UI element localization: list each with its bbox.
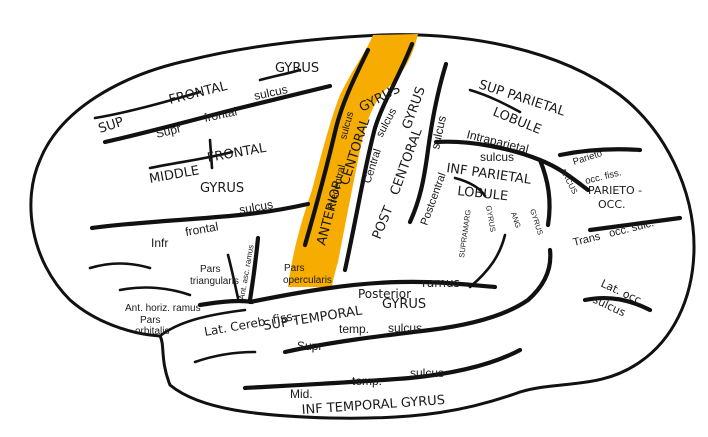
precentral-sulcus [302, 47, 371, 248]
label-gyrus-mid: GYRUS [200, 181, 244, 196]
postcentral-sulcus [407, 61, 449, 225]
orbital-sulcus [88, 262, 152, 270]
label-sulcus-2: sulcus [238, 197, 274, 217]
label-pars-orbitalis-1: Pars [140, 315, 161, 326]
label-gyrus-temporal: GYRUS [382, 297, 426, 312]
lateral-occipital-sulcus [582, 295, 653, 313]
label-lobule-inf: LOBULE [457, 184, 509, 204]
posterior-ramus [468, 233, 507, 289]
superior-frontal-sulcus-branch [93, 90, 202, 120]
superior-frontal-sulcus [102, 83, 333, 145]
inferior-temporal-sulcus [242, 347, 523, 391]
temporal-lobe-contour [158, 308, 247, 338]
inferior-frontal-sulcus [89, 201, 311, 231]
pars-triangularis-sulcus [226, 253, 240, 300]
central-sulcus [342, 41, 415, 273]
inf-parietal-sulcus [453, 176, 487, 198]
label-ant-horiz-ramus: Ant. horiz. ramus [125, 303, 201, 314]
intraparietal-sulcus [433, 139, 591, 193]
transverse-occipital-sulcus [587, 215, 683, 233]
orbital-sulcus-2 [118, 286, 192, 297]
label-pars-opercularis-2: opercularis [283, 275, 332, 286]
label-postcentral-sulcus: sulcus [428, 114, 449, 150]
middle-frontal-branch [208, 138, 214, 170]
label-pars-triangularis-2: triangularis [190, 276, 239, 287]
label-mid: Mid. [290, 387, 313, 401]
label-pars-triangularis-1: Pars [200, 264, 221, 275]
label-temp-2: temp. [352, 374, 382, 388]
label-supr: Supr [154, 121, 182, 141]
label-sulcus-mid: sulcus [410, 366, 444, 380]
label-frontal-sulcus-2: frontal [184, 219, 219, 239]
temporal-pole-sulcus [193, 350, 257, 364]
label-sulcus-temp: sulcus [388, 321, 422, 335]
middle-frontal-sulcus-short [148, 150, 234, 170]
lateral-cerebral-fissure [247, 279, 498, 305]
label-temp-1: temp. [339, 322, 369, 336]
parieto-occipital-fissure [557, 147, 643, 158]
label-ramus: ramus [422, 276, 460, 290]
label-posterior: Posterior [358, 287, 411, 301]
label-frontal-sulcus-1: frontal [203, 104, 239, 125]
label-pars-opercularis-1: Pars [284, 263, 305, 274]
label-sulcus-1: sulcus [253, 82, 289, 103]
brain-outline [29, 33, 696, 420]
label-parieto-occ: PARIETO - [588, 184, 642, 197]
precentral-gyrus-highlight [288, 34, 418, 287]
anterior-ascending-ramus [247, 235, 261, 303]
intraparietal-sulcus-tail [537, 157, 552, 228]
sup-parietal-sulcus [468, 88, 522, 114]
label-intraparietal-sulcus: sulcus [480, 150, 514, 164]
label-infr: Infr [151, 236, 168, 250]
label-gyrus-top: GYRUS [275, 61, 319, 76]
label-supr-temp: Supr [297, 339, 322, 353]
superior-temporal-sulcus [282, 247, 553, 355]
label-occ: OCC. [598, 198, 626, 211]
label-pars-orbitalis-2: orbitalis [135, 326, 169, 337]
frontal-branch-a [258, 68, 302, 82]
